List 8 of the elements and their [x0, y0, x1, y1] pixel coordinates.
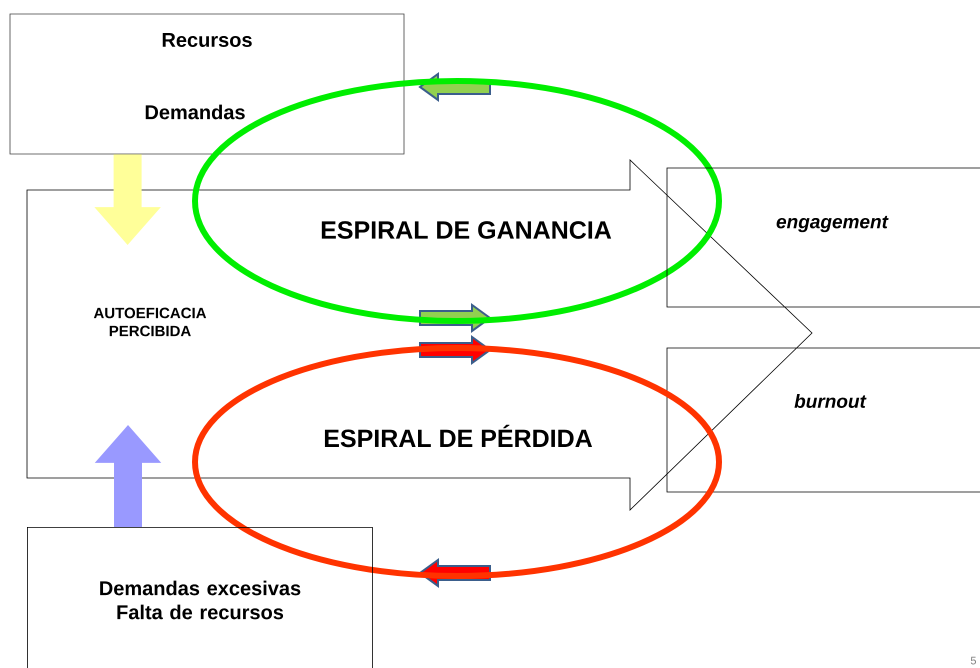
spiral-label: ESPIRAL DE GANANCIA: [322, 221, 612, 239]
page-number: 5: [970, 656, 976, 664]
outcome-box: burnout: [666, 348, 980, 492]
block-arrow-label: AUTOEFICACIA PERCIBIDA: [94, 308, 206, 336]
outcome-box: engagement: [666, 168, 980, 308]
text-box: Demandas excesivas Falta de recursos: [27, 527, 373, 668]
spiral-label: ESPIRAL DE PÉRDIDA: [324, 424, 592, 448]
text-box: Recursos Demandas: [10, 14, 404, 154]
